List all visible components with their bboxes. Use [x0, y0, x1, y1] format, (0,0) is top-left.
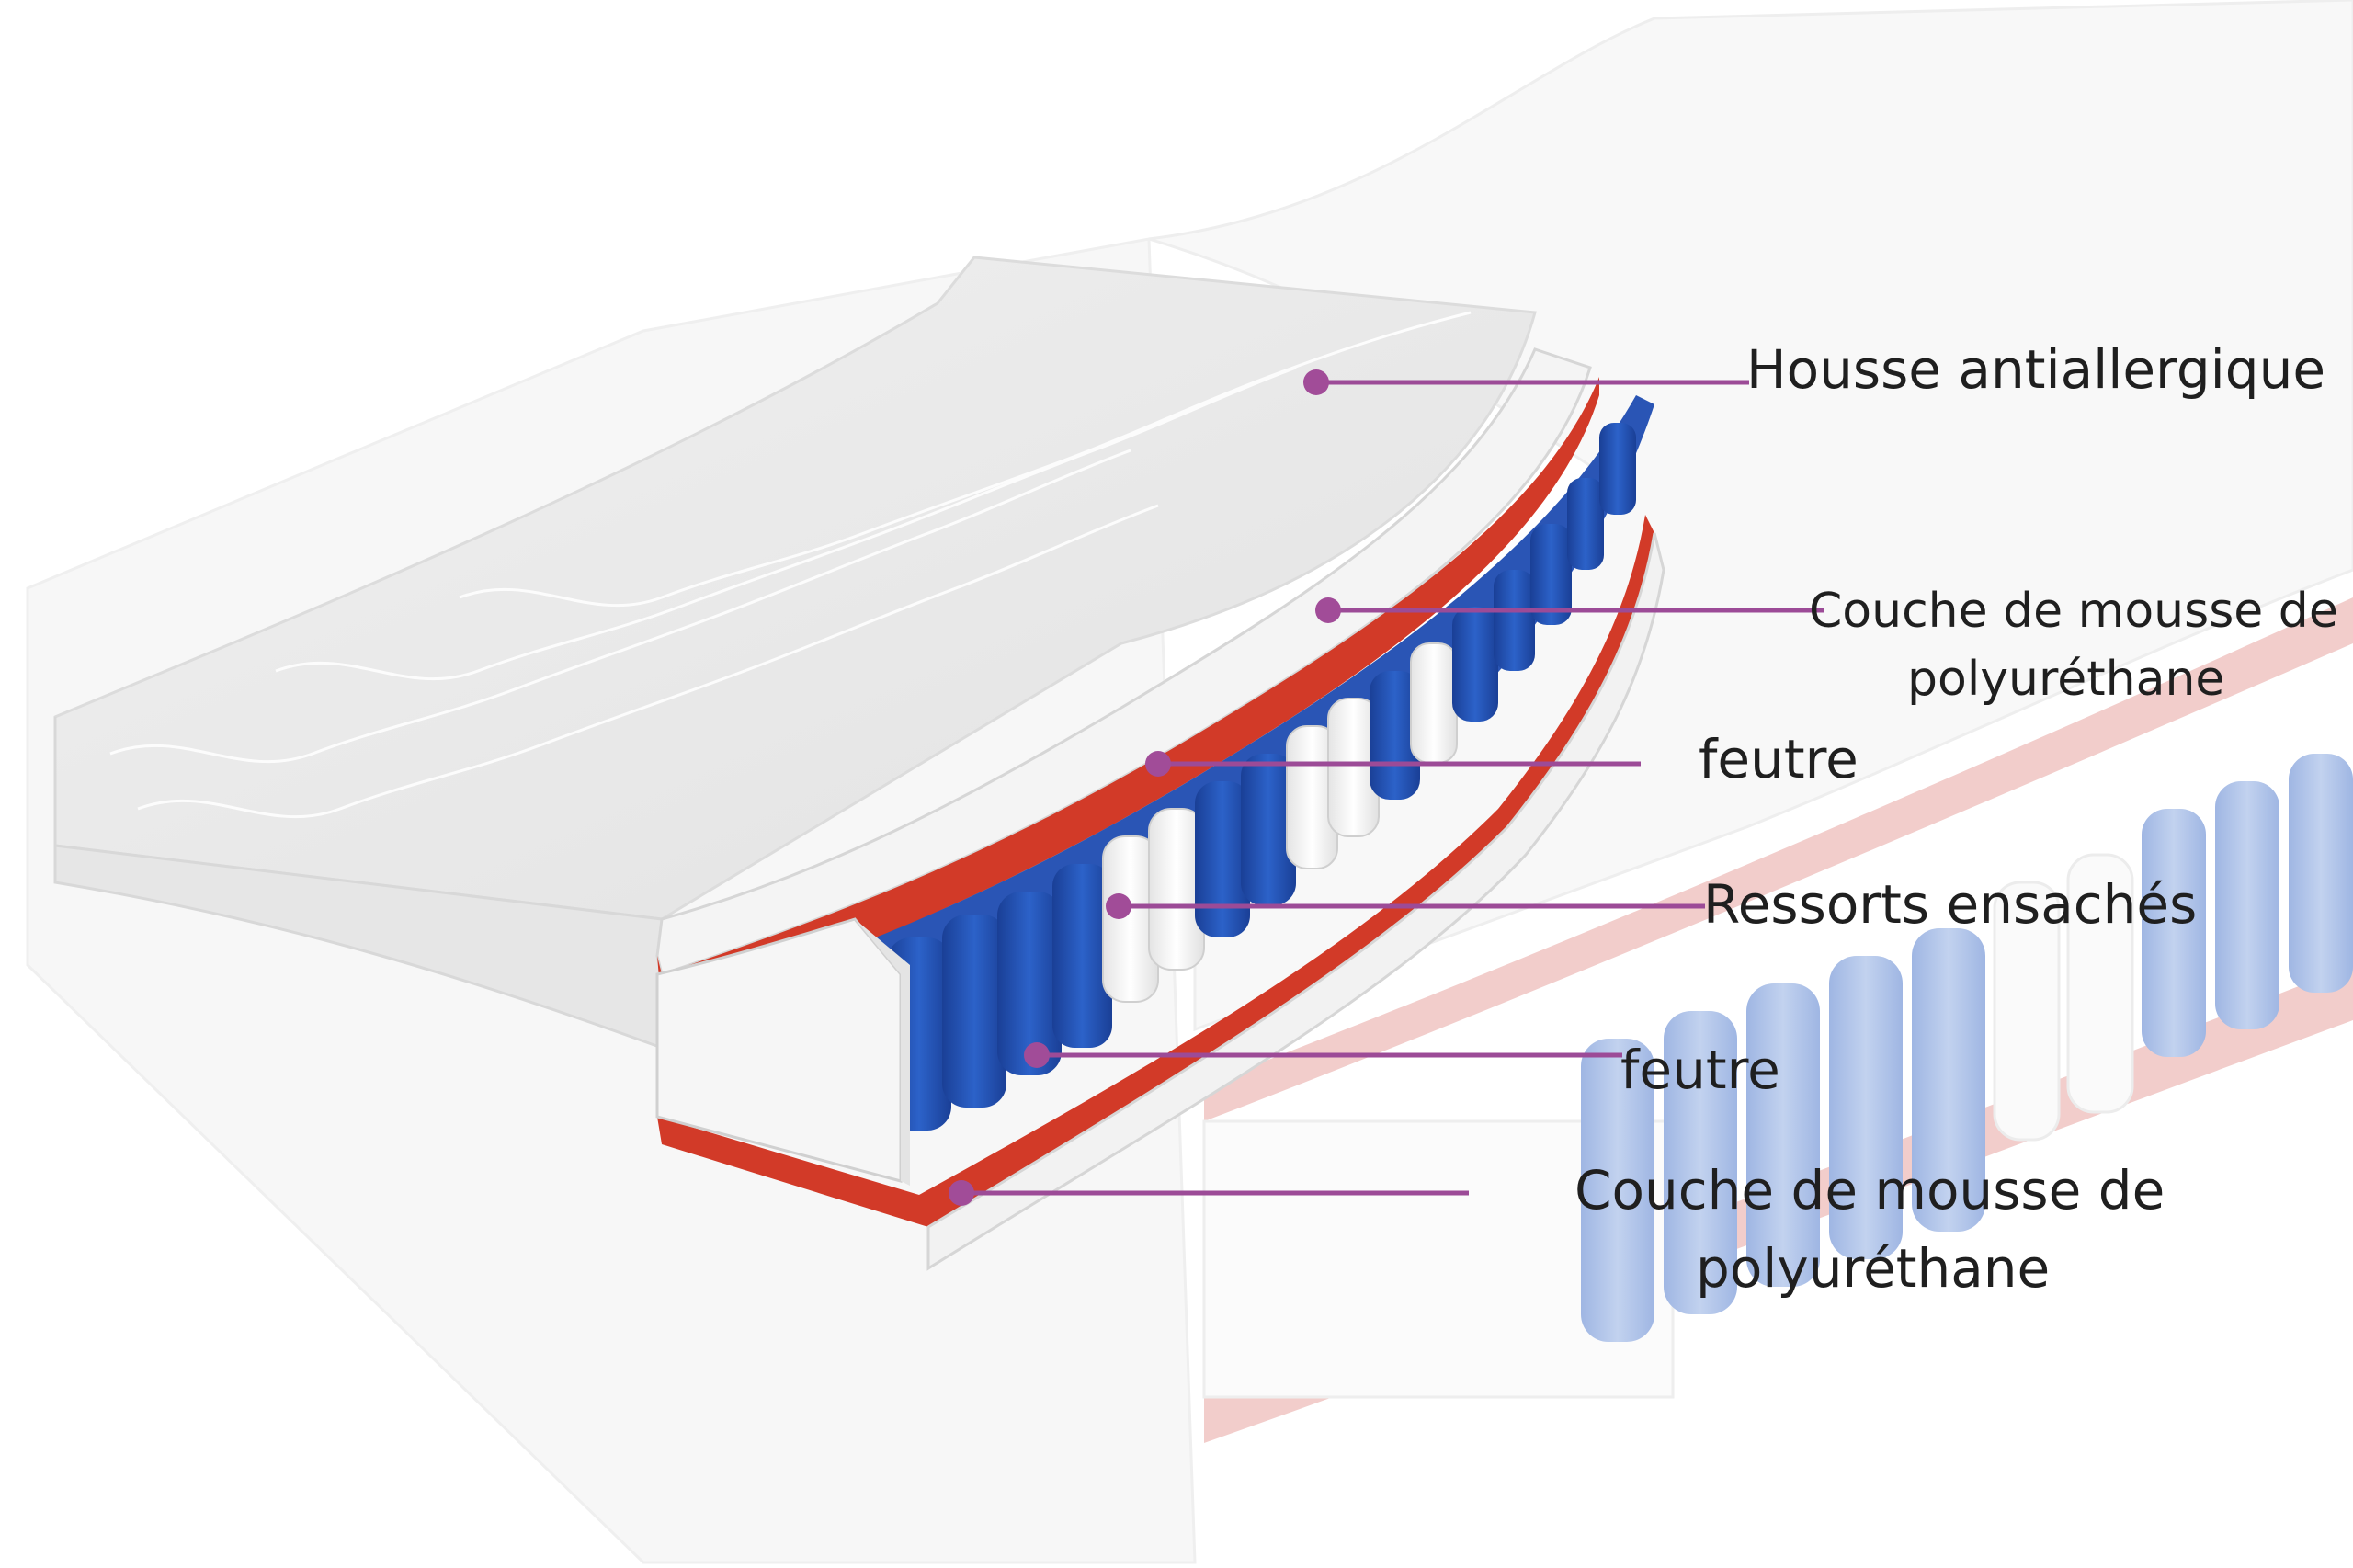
marker-dot [1315, 597, 1341, 623]
marker-dot [1303, 369, 1329, 395]
label-springs: Ressorts ensachés [1703, 873, 2197, 936]
label-foam-top-line1: Couche de mousse de [1809, 584, 2338, 639]
label-foam-bottom-line2: polyuréthane [1696, 1237, 2050, 1300]
label-felt-bottom: feutre [1620, 1039, 1780, 1101]
marker-dot [1024, 1042, 1050, 1068]
label-foam-bottom-line1: Couche de mousse de [1574, 1159, 2165, 1221]
label-foam-top-line2: polyuréthane [1907, 652, 2224, 707]
marker-dot [949, 1180, 974, 1206]
label-felt-top: feutre [1699, 728, 1859, 790]
label-cover: Housse antiallergique [1746, 338, 2325, 401]
marker-dot [1145, 751, 1171, 777]
marker-dot [1106, 893, 1131, 919]
